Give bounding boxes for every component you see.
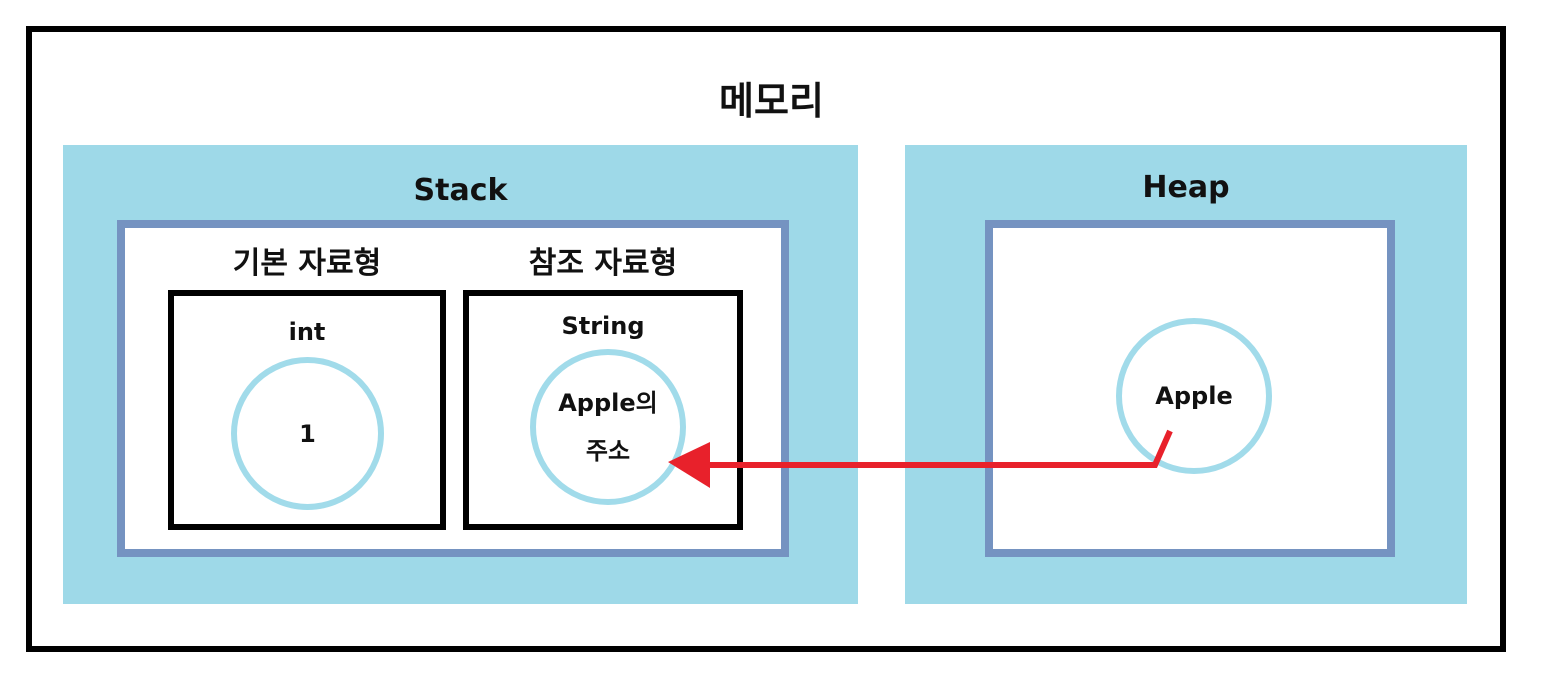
- apple-object-circle: Apple: [1116, 318, 1272, 474]
- int-value: 1: [299, 419, 316, 448]
- address-line-2: 주소: [585, 437, 631, 465]
- primitive-type-title: 기본 자료형: [232, 246, 382, 281]
- int-value-circle: 1: [231, 357, 384, 510]
- apple-object-label: Apple: [1155, 382, 1233, 410]
- reference-type-title: 참조 자료형: [528, 246, 678, 281]
- memory-frame: [26, 26, 1506, 652]
- address-circle: Apple의 주소: [530, 349, 686, 505]
- int-type-label: int: [288, 318, 326, 346]
- memory-title: 메모리: [719, 79, 824, 123]
- address-line-1: Apple의: [558, 389, 658, 417]
- string-type-label: String: [561, 312, 645, 340]
- heap-title: Heap: [1142, 170, 1230, 205]
- stack-title: Stack: [413, 173, 508, 208]
